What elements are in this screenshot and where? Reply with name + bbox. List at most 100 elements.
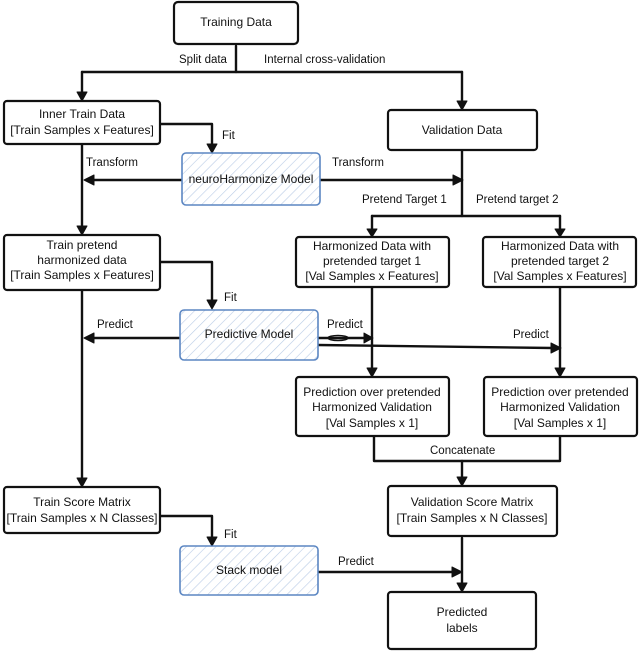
node-validation-score-matrix: Validation Score Matrix [Train Samples x… <box>386 484 559 538</box>
node-inner-train-data-box <box>2 99 162 146</box>
node-stack-model-line-1: Stack model <box>216 563 282 577</box>
node-train-pretend-harmonized-line-1: Train pretend <box>47 238 118 252</box>
edge-fit-stack <box>158 514 214 540</box>
node-predicted-labels-line-1: Predicted <box>437 605 488 619</box>
arrowhead-validation-score <box>456 476 468 487</box>
arrowhead-predicted <box>456 582 468 593</box>
node-stack-model: Stack model <box>179 545 319 596</box>
node-prediction-pretended1-line-2: Harmonized Validation <box>312 400 432 414</box>
label-fit-harmonize: Fit <box>222 130 236 142</box>
node-prediction-pretended2-line-3: [Val Samples x 1] <box>514 416 606 430</box>
arrowhead-predict-right <box>550 342 562 354</box>
node-harmonized-target2-line-3: [Val Samples x Features] <box>493 269 626 283</box>
node-harmonized-target1-line-2: pretended target 1 <box>323 254 421 268</box>
node-predictive-model-box <box>179 309 319 361</box>
node-harmonized-target1-line-3: [Val Samples x Features] <box>305 269 438 283</box>
label-predict-stack: Predict <box>338 556 375 568</box>
edge-labels: Split data Internal cross-validation Fit… <box>86 54 558 568</box>
edge-concatenate <box>372 434 562 463</box>
node-harmonized-target2: Harmonized Data with pretended target 2 … <box>481 235 638 289</box>
arrowhead-pretend <box>76 225 88 236</box>
node-prediction-pretended1-line-1: Prediction over pretended <box>303 385 440 399</box>
node-training-data-line-1: Training Data <box>200 15 272 29</box>
node-train-score-matrix-line-2: [Train Samples x N Classes] <box>7 511 158 525</box>
node-validation-data-box <box>386 108 539 152</box>
node-validation-data-line-1: Validation Data <box>422 123 503 137</box>
label-predict-right: Predict <box>513 329 550 341</box>
node-neuroharmonize-model-box <box>181 152 321 206</box>
node-neuroharmonize-model: neuroHarmonize Model <box>181 152 321 206</box>
label-concatenate: Concatenate <box>430 445 495 457</box>
arrowhead-predict-left <box>83 332 95 344</box>
node-prediction-pretended1: Prediction over pretended Harmonized Val… <box>294 375 451 438</box>
arrowhead-prediction2 <box>554 367 566 378</box>
arrowhead-t2 <box>554 228 566 238</box>
predict-mid-loop <box>327 334 349 342</box>
node-prediction-pretended2-line-1: Prediction over pretended <box>491 385 628 399</box>
edges <box>76 44 566 593</box>
label-transform-left: Transform <box>86 157 138 169</box>
node-stack-model-box <box>179 545 319 596</box>
arrowhead-fit-predictive <box>206 299 218 310</box>
label-transform-right: Transform <box>332 157 384 169</box>
node-train-score-matrix: Train Score Matrix [Train Samples x N Cl… <box>2 485 162 535</box>
edge-fit-predictive <box>158 260 214 304</box>
node-validation-score-matrix-box <box>386 484 559 538</box>
node-train-score-matrix-line-1: Train Score Matrix <box>33 495 131 509</box>
node-train-pretend-harmonized-line-2: harmonized data <box>37 253 127 267</box>
label-split-data: Split data <box>179 54 228 66</box>
node-predictive-model: Predictive Model <box>179 309 319 361</box>
arrowhead-t1 <box>366 228 378 238</box>
node-inner-train-data-line-1: Inner Train Data <box>39 107 125 121</box>
arrowhead-inner-train <box>76 91 88 102</box>
node-train-pretend-harmonized: Train pretend harmonized data [Train Sam… <box>2 233 162 292</box>
arrowhead-predict-mid <box>363 332 374 344</box>
arrowhead-transform-left <box>83 174 95 186</box>
node-harmonized-target2-line-1: Harmonized Data with <box>501 239 619 253</box>
arrowhead-prediction1 <box>366 367 378 378</box>
node-harmonized-target1-line-1: Harmonized Data with <box>313 239 431 253</box>
node-prediction-pretended2-box <box>482 375 639 438</box>
label-predict-left: Predict <box>97 319 134 331</box>
node-prediction-pretended2: Prediction over pretended Harmonized Val… <box>482 375 639 438</box>
node-harmonized-target1-box <box>294 235 451 289</box>
node-train-score-matrix-box <box>2 485 162 535</box>
node-inner-train-data: Inner Train Data [Train Samples x Featur… <box>2 99 162 146</box>
node-predictive-model-line-1: Predictive Model <box>205 327 294 341</box>
arrowhead-fit-stack <box>206 536 218 547</box>
node-predicted-labels: Predicted labels <box>386 590 538 651</box>
node-predicted-labels-line-2: labels <box>446 621 477 635</box>
node-validation-score-matrix-line-2: [Train Samples x N Classes] <box>397 511 548 525</box>
label-predict-mid: Predict <box>327 319 364 331</box>
node-neuroharmonize-model-line-1: neuroHarmonize Model <box>189 172 314 186</box>
node-prediction-pretended2-line-2: Harmonized Validation <box>500 400 620 414</box>
label-internal-cv: Internal cross-validation <box>264 54 385 66</box>
arrowhead-transform-right <box>452 174 464 186</box>
node-validation-data: Validation Data <box>386 108 539 152</box>
node-harmonized-target1: Harmonized Data with pretended target 1 … <box>294 235 451 289</box>
arrowhead-train-score <box>76 477 88 488</box>
label-pretend-target-2: Pretend target 2 <box>476 194 558 206</box>
label-pretend-target-1: Pretend Target 1 <box>362 194 447 206</box>
label-fit-stack: Fit <box>224 529 238 541</box>
edge-fit-harmonize <box>158 122 214 148</box>
arrowhead-validation <box>456 100 468 111</box>
label-fit-predictive: Fit <box>224 292 238 304</box>
edge-predict-right <box>316 343 554 350</box>
arrowhead-predict-stack <box>451 566 463 578</box>
node-prediction-pretended1-box <box>294 375 451 438</box>
node-train-pretend-harmonized-line-3: [Train Samples x Features] <box>10 268 154 282</box>
node-harmonized-target2-box <box>481 235 638 289</box>
node-train-pretend-harmonized-box <box>2 233 162 292</box>
node-prediction-pretended1-line-3: [Val Samples x 1] <box>326 416 418 430</box>
arrowhead-fit-harmonize <box>206 143 218 154</box>
node-training-data-box <box>172 0 300 46</box>
node-harmonized-target2-line-2: pretended target 2 <box>511 254 609 268</box>
node-training-data: Training Data <box>172 0 300 46</box>
node-predicted-labels-box <box>386 590 538 651</box>
node-validation-score-matrix-line-1: Validation Score Matrix <box>411 495 534 509</box>
node-inner-train-data-line-2: [Train Samples x Features] <box>10 123 154 137</box>
